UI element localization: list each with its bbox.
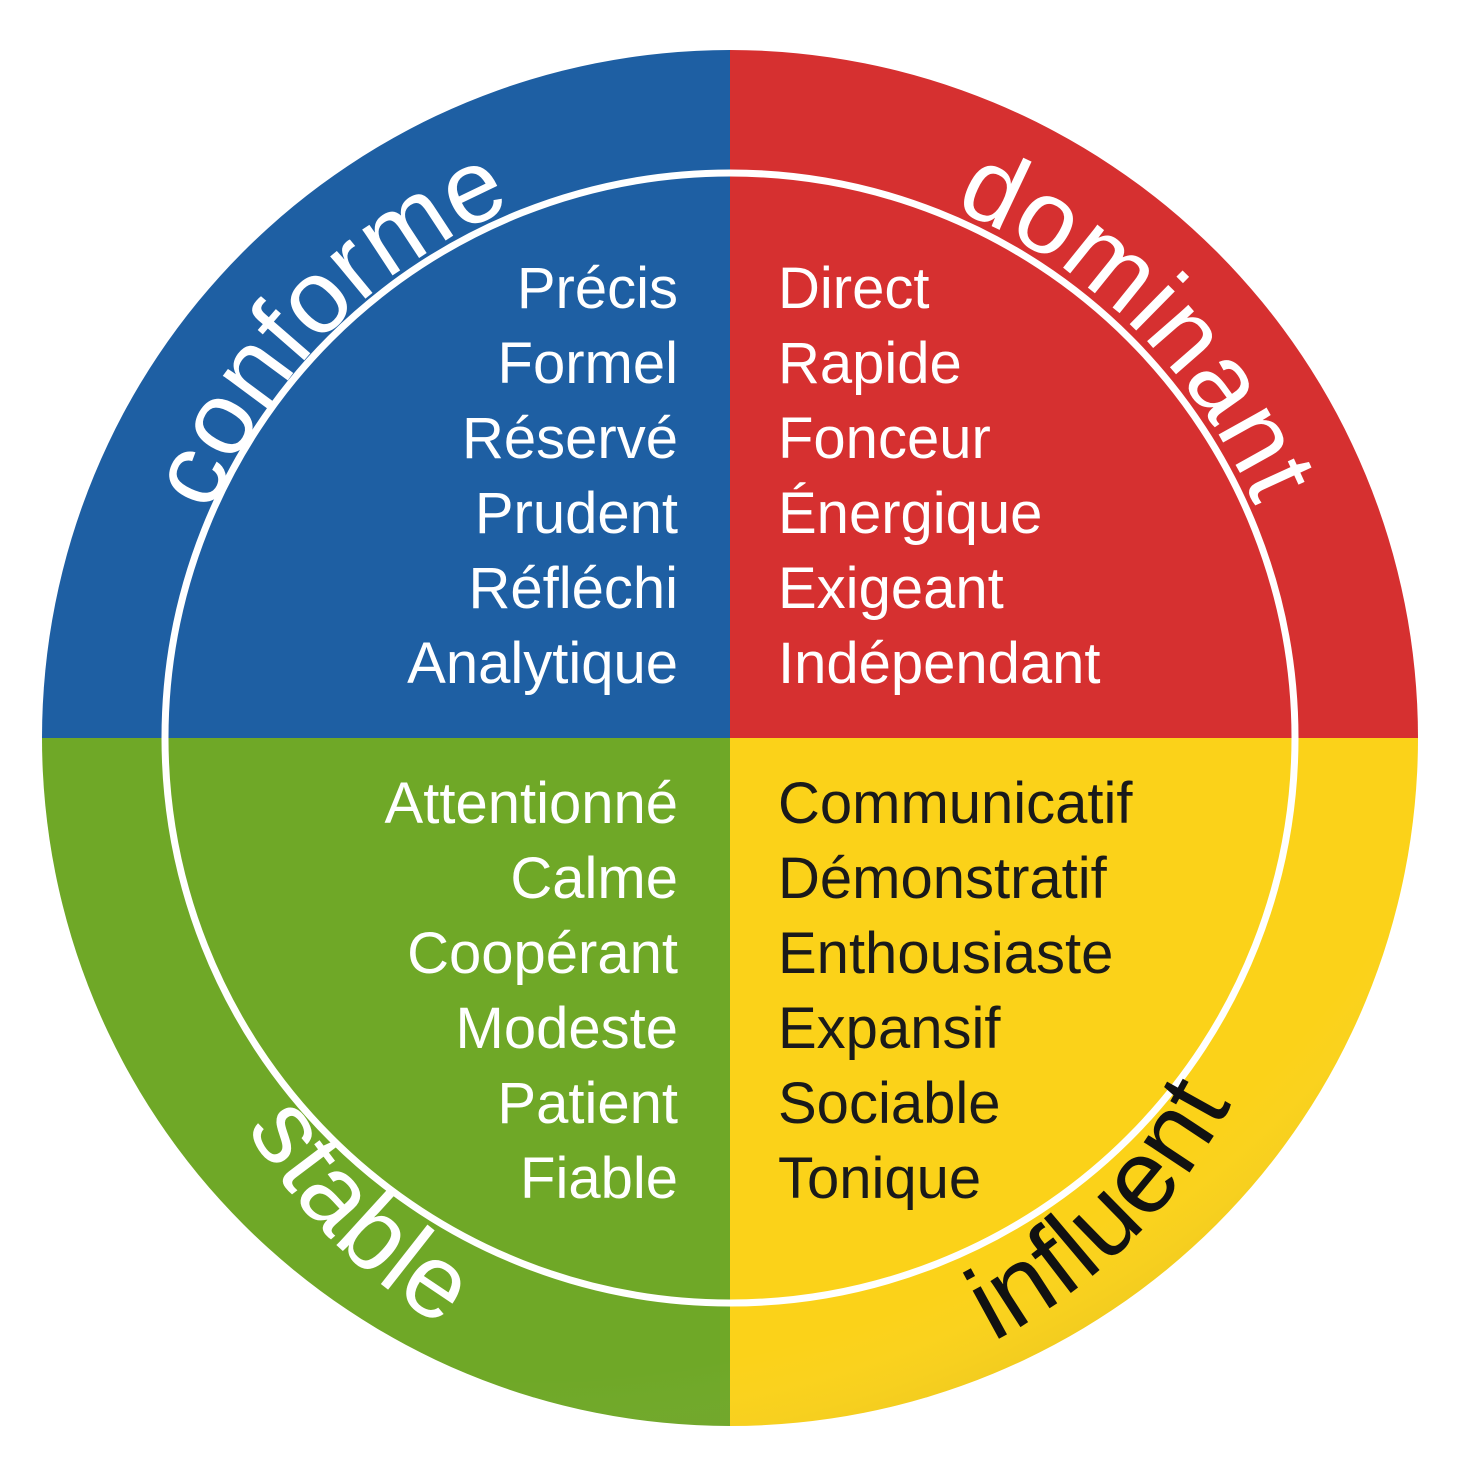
trait-stable-4: Patient [497, 1071, 678, 1136]
trait-conforme-5: Analytique [407, 631, 678, 696]
trait-conforme-0: Précis [517, 256, 678, 321]
trait-stable-2: Coopérant [407, 921, 678, 986]
trait-influent-4: Sociable [778, 1071, 1000, 1136]
trait-dominant-2: Fonceur [778, 406, 991, 471]
trait-influent-2: Enthousiaste [778, 921, 1113, 986]
inner-ring [161, 169, 1299, 1307]
trait-dominant-4: Exigeant [778, 556, 1004, 621]
trait-list-conforme: PrécisFormelRéservéPrudentRéfléchiAnalyt… [407, 256, 678, 696]
trait-influent-5: Tonique [778, 1146, 981, 1211]
trait-stable-3: Modeste [456, 996, 678, 1061]
trait-dominant-5: Indépendant [778, 631, 1101, 696]
trait-influent-0: Communicatif [778, 771, 1133, 836]
trait-influent-1: Démonstratif [778, 846, 1108, 911]
trait-dominant-1: Rapide [778, 331, 962, 396]
trait-dominant-0: Direct [778, 256, 929, 321]
trait-dominant-3: Énergique [778, 481, 1042, 546]
trait-list-dominant: DirectRapideFonceurÉnergiqueExigeantIndé… [778, 256, 1101, 696]
trait-influent-3: Expansif [778, 996, 1001, 1061]
trait-stable-5: Fiable [520, 1146, 678, 1211]
trait-conforme-1: Formel [498, 331, 678, 396]
trait-conforme-4: Réfléchi [468, 556, 678, 621]
trait-stable-0: Attentionné [385, 771, 678, 836]
trait-stable-1: Calme [510, 846, 678, 911]
trait-list-stable: AttentionnéCalmeCoopérantModestePatientF… [385, 771, 678, 1211]
trait-conforme-3: Prudent [475, 481, 678, 546]
trait-conforme-2: Réservé [462, 406, 678, 471]
trait-list-influent: CommunicatifDémonstratifEnthousiasteExpa… [778, 771, 1133, 1211]
disc-shading [42, 50, 1418, 1426]
